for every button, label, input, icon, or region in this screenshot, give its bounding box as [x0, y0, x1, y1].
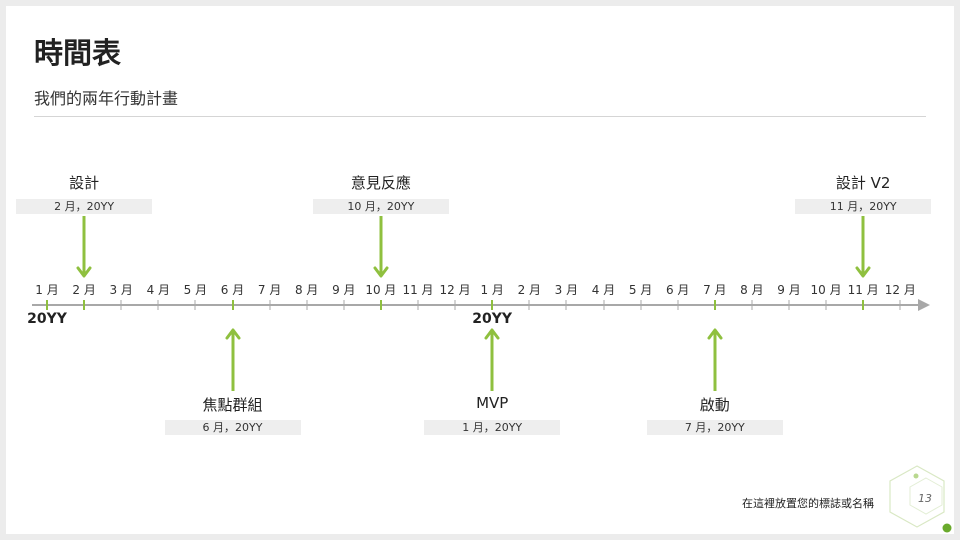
milestone-below-2-date: 7 月，20YY: [646, 420, 783, 435]
year-label: 20YY: [27, 311, 67, 327]
timeline-tick: [417, 300, 419, 310]
timeline-tick: [194, 300, 196, 310]
logo-placeholder: 在這裡放置您的標誌或名稱: [742, 497, 874, 510]
month-label: 2 月: [517, 283, 542, 297]
month-label: 9 月: [777, 283, 801, 297]
arrow-up-icon: [225, 328, 241, 396]
timeline-tick: [343, 300, 345, 310]
month-label: 8 月: [294, 283, 319, 297]
month-label: 1 月: [480, 283, 504, 297]
month-label: 3 月: [109, 283, 133, 297]
year-label: 20YY: [472, 311, 513, 327]
arrow-up-icon: [484, 328, 500, 396]
timeline-tick: [83, 300, 86, 310]
month-label: 2 月: [72, 283, 96, 297]
hexagon-decoration-icon: [889, 465, 952, 533]
month-label: 10 月: [810, 283, 842, 297]
milestone-below-2-title: 啟動: [699, 396, 730, 414]
arrow-down-icon: [373, 215, 389, 283]
timeline-tick: [862, 300, 865, 310]
month-label: 5 月: [628, 283, 653, 297]
milestone-below-0-date: 6 月，20YY: [164, 420, 301, 435]
month-label: 9 月: [332, 283, 356, 297]
month-label: 7 月: [703, 283, 727, 297]
timeline-tick: [46, 300, 48, 310]
timeline-tick: [603, 300, 604, 310]
timeline-tick: [640, 300, 642, 310]
page-number: 13: [918, 492, 932, 505]
timeline-tick: [379, 300, 382, 310]
month-label: 12 月: [439, 283, 471, 297]
timeline-tick: [454, 300, 456, 310]
month-label: 11 月: [847, 283, 879, 297]
timeline-tick: [231, 300, 234, 310]
timeline-tick: [825, 300, 827, 310]
month-label: 6 月: [220, 283, 245, 297]
header-divider: [34, 116, 926, 117]
milestone-below-1-title: MVP: [476, 394, 509, 412]
milestone-above-0-date: 2 月，20YY: [16, 199, 153, 214]
milestone-above-1-date: 10 月，20YY: [312, 199, 449, 214]
page-subtitle: 我們的兩年行動計畫: [34, 89, 179, 108]
month-label: 11 月: [402, 283, 434, 297]
month-label: 5 月: [183, 283, 208, 297]
timeline-tick: [713, 300, 716, 310]
arrow-up-icon: [707, 328, 723, 396]
timeline-tick: [491, 300, 494, 310]
slide: 時間表 我們的兩年行動計畫 1 月 2 月 3 月 4 月 5 月 6 月 7 月 8 月 9 …: [6, 6, 954, 534]
timeline-tick: [120, 300, 122, 310]
arrow-down-icon: [855, 215, 871, 283]
milestone-above-2-title: 設計 V2: [835, 174, 891, 192]
month-label: 4 月: [146, 283, 171, 297]
month-label: 12 月: [884, 283, 916, 297]
milestone-below-1-date: 1 月，20YY: [424, 420, 561, 435]
axis-arrow-icon: [918, 299, 930, 311]
timeline-tick: [565, 300, 567, 310]
timeline-tick: [157, 300, 159, 310]
timeline-tick: [677, 300, 679, 310]
timeline-tick: [269, 300, 271, 310]
milestone-below-0-title: 焦點群組: [202, 396, 263, 414]
page-title: 時間表: [34, 36, 122, 70]
timeline-tick: [751, 300, 753, 310]
month-label: 10 月: [365, 283, 397, 297]
timeline-axis: [32, 304, 920, 306]
timeline-tick: [899, 300, 901, 310]
month-label: 7 月: [257, 283, 282, 297]
milestone-above-0-title: 設計: [69, 174, 100, 192]
milestone-above-2-date: 11 月，20YY: [795, 199, 932, 214]
month-label: 1 月: [35, 283, 59, 297]
month-label: 3 月: [554, 283, 579, 297]
timeline-tick: [306, 300, 308, 310]
month-label: 6 月: [665, 283, 690, 297]
milestone-above-1-title: 意見反應: [350, 174, 411, 192]
arrow-down-icon: [76, 215, 92, 283]
timeline-tick: [788, 300, 790, 310]
month-label: 4 月: [591, 283, 616, 297]
month-label: 8 月: [740, 283, 764, 297]
timeline-tick: [528, 300, 530, 310]
